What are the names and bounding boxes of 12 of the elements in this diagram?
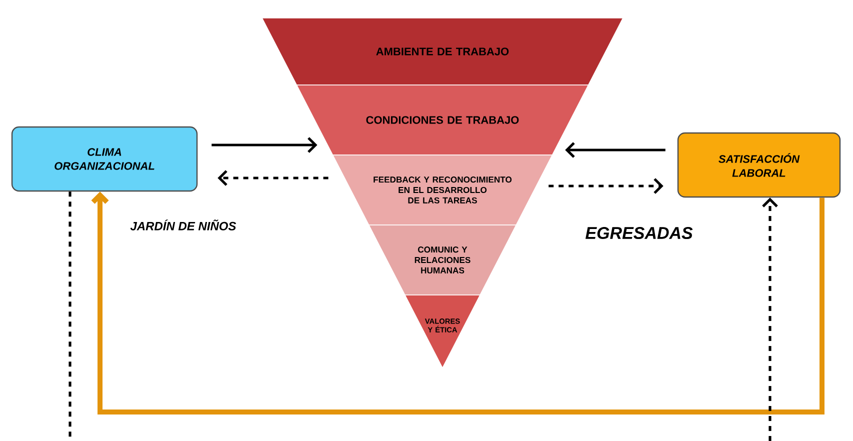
arrow	[212, 137, 318, 153]
pyramid-band: COMUNIC Y RELACIONES HUMANAS	[368, 224, 517, 296]
arrow	[91, 192, 824, 414]
arrow	[762, 198, 778, 441]
concept-box: SATISFACCIÓN LABORAL	[677, 132, 841, 198]
arrow	[565, 142, 666, 158]
arrow	[548, 178, 664, 194]
group-label: JARDÍN DE NIÑOS	[130, 220, 236, 230]
concept-box: CLIMA ORGANIZACIONAL	[11, 126, 198, 192]
pyramid-band: FEEDBACK Y RECONOCIMIENTO EN EL DESARROLLO DE LAS TAREAS	[332, 154, 553, 226]
arrow	[218, 170, 328, 186]
group-label: EGRESADAS	[586, 226, 693, 240]
